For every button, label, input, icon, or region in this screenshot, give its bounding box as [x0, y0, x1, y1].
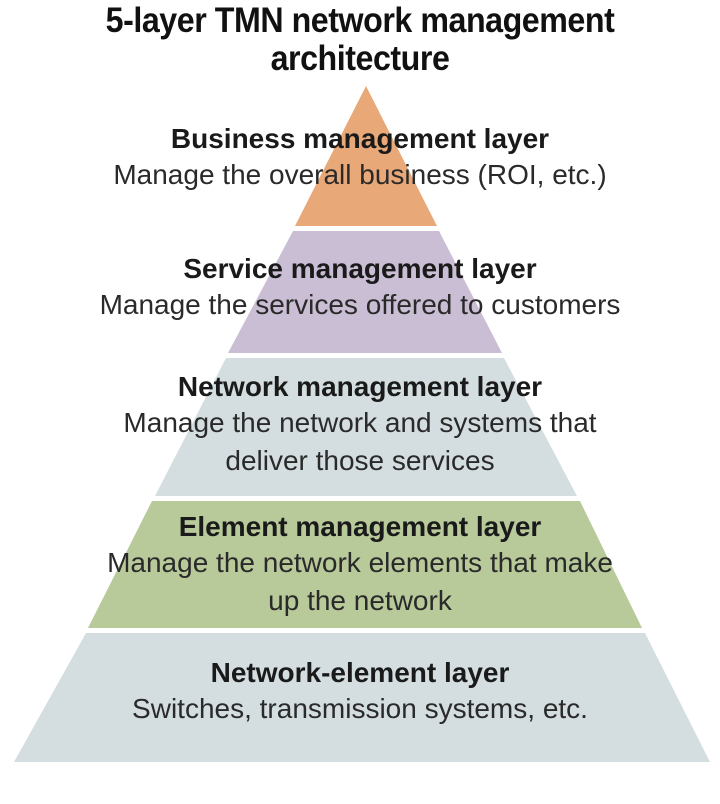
layer-description: Manage the network elements that make [107, 547, 613, 578]
layer-business: Business management layer Manage the ove… [0, 122, 720, 194]
layer-network: Network management layer Manage the netw… [0, 370, 720, 480]
layer-element: Element management layer Manage the netw… [0, 510, 720, 620]
layer-band-element [88, 501, 642, 628]
layer-band-network [155, 358, 577, 496]
layer-description: Manage the overall business (ROI, etc.) [113, 159, 607, 190]
layer-description: Switches, transmission systems, etc. [132, 693, 588, 724]
layer-name: Network management layer [177, 371, 543, 402]
layer-name: Service management layer [183, 253, 537, 284]
layer-band-network-element [14, 633, 710, 762]
title-line-2: architecture [270, 39, 450, 78]
layer-network-element: Network-element layer Switches, transmis… [0, 656, 720, 728]
layer-description-cont: up the network [268, 585, 452, 616]
layer-name: Element management layer [178, 511, 542, 542]
layer-service: Service management layer Manage the serv… [0, 252, 720, 324]
layer-description: Manage the services offered to customers [99, 289, 621, 320]
layer-description: Manage the network and systems that [123, 407, 597, 438]
layer-band-business [295, 86, 437, 226]
title-line-1: 5-layer TMN network management [105, 1, 615, 40]
layer-name: Network-element layer [210, 657, 510, 688]
layer-description-cont: deliver those services [225, 445, 495, 476]
diagram-title: 5-layer TMN network management architect… [29, 2, 691, 78]
layer-name: Business management layer [170, 123, 550, 154]
layer-band-service [228, 231, 502, 353]
